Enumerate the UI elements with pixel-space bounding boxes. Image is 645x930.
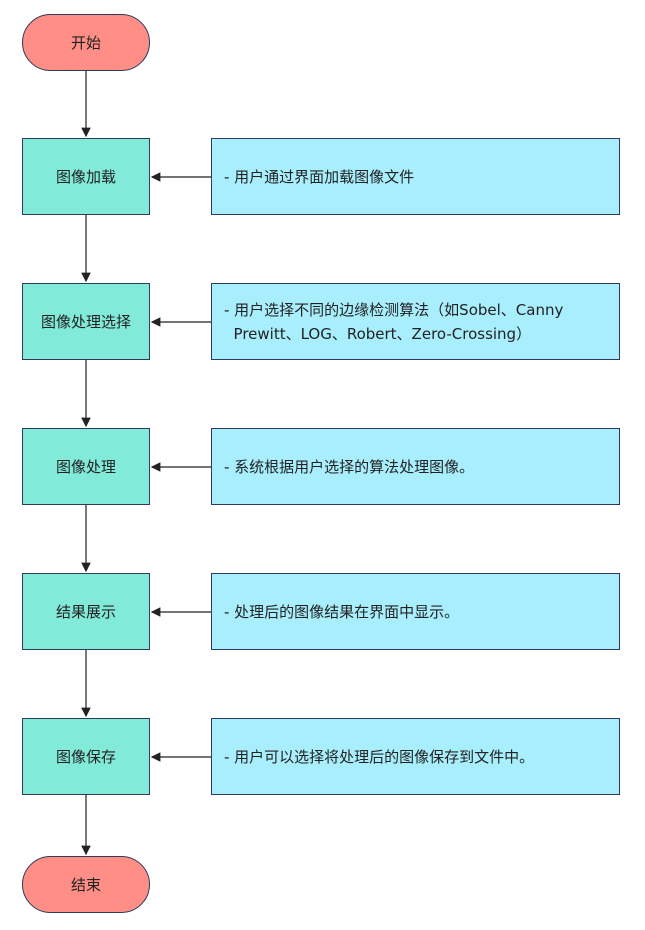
step-label: 图像加载 bbox=[55, 168, 116, 186]
step-algorithm-select: 图像处理选择 bbox=[22, 283, 150, 360]
note-text: - 用户可以选择将处理后的图像保存到文件中。 bbox=[224, 747, 535, 766]
step-image-save: 图像保存 bbox=[22, 718, 150, 795]
start-label: 开始 bbox=[70, 34, 101, 52]
note-image-save: - 用户可以选择将处理后的图像保存到文件中。 bbox=[211, 718, 620, 795]
end-label: 结束 bbox=[70, 876, 101, 894]
note-text: - 用户通过界面加载图像文件 bbox=[224, 167, 415, 186]
step-result-display: 结果展示 bbox=[22, 573, 150, 650]
step-label: 图像保存 bbox=[55, 748, 116, 766]
note-text: - 系统根据用户选择的算法处理图像。 bbox=[224, 457, 475, 476]
step-image-load: 图像加载 bbox=[22, 138, 150, 215]
note-text: - 处理后的图像结果在界面中显示。 bbox=[224, 602, 460, 621]
start-node: 开始 bbox=[22, 14, 150, 71]
note-image-load: - 用户通过界面加载图像文件 bbox=[211, 138, 620, 215]
note-algorithm-select: - 用户选择不同的边缘检测算法（如Sobel、Canny Prewitt、LOG… bbox=[211, 283, 620, 360]
step-label: 图像处理选择 bbox=[40, 313, 131, 331]
note-text: - 用户选择不同的边缘检测算法（如Sobel、Canny Prewitt、LOG… bbox=[224, 300, 564, 343]
note-image-process: - 系统根据用户选择的算法处理图像。 bbox=[211, 428, 620, 505]
note-result-display: - 处理后的图像结果在界面中显示。 bbox=[211, 573, 620, 650]
step-image-process: 图像处理 bbox=[22, 428, 150, 505]
step-label: 结果展示 bbox=[55, 603, 116, 621]
end-node: 结束 bbox=[22, 856, 150, 913]
step-label: 图像处理 bbox=[55, 458, 116, 476]
